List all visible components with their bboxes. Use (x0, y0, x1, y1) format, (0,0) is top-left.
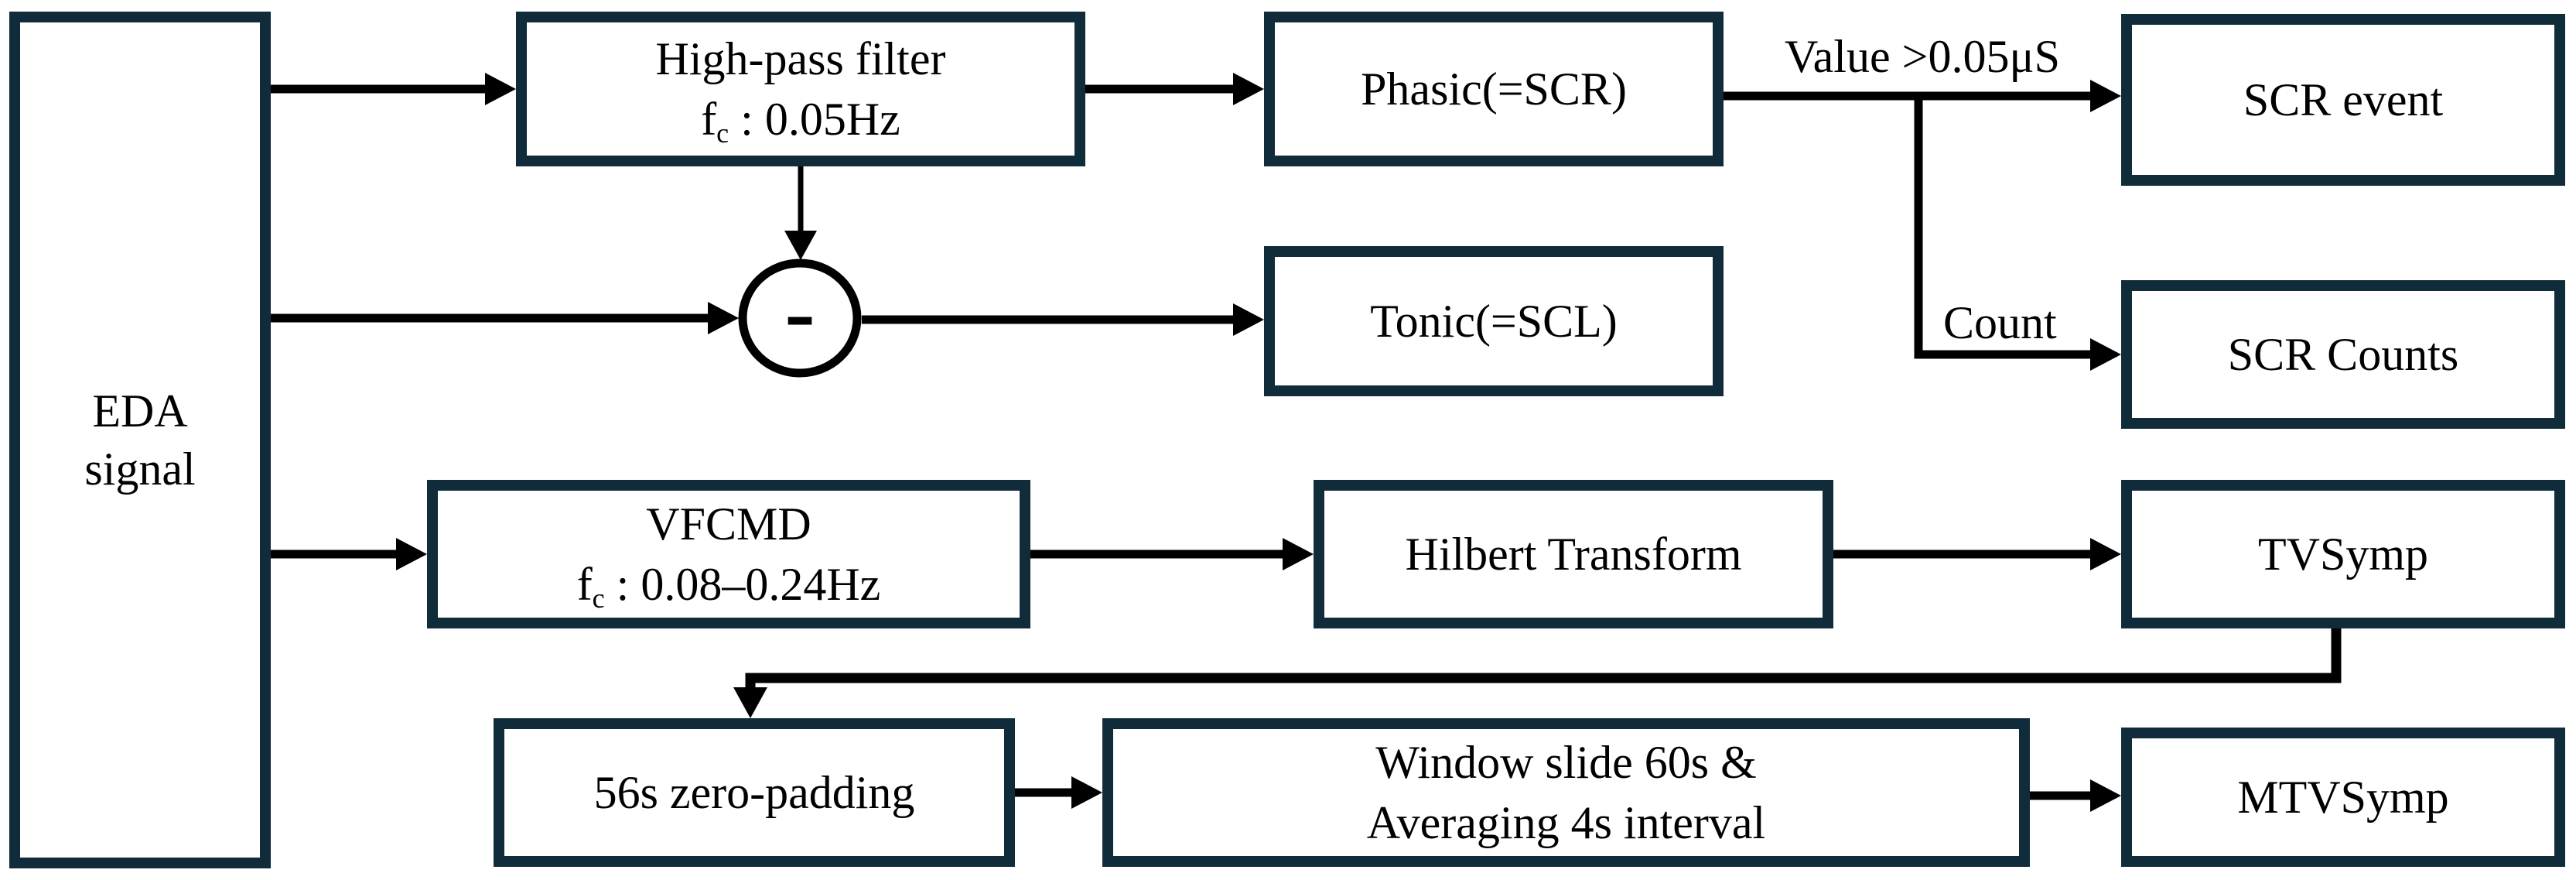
edge-vfcmd-to-hilbert (1030, 538, 1314, 570)
subtract-operator: - (784, 261, 815, 362)
fc-symbol: f (701, 94, 717, 145)
arrowhead-icon (2090, 80, 2121, 112)
fc-subscript: c (716, 118, 729, 149)
node-label-line1: Window slide 60s & (1375, 737, 1757, 788)
node-label-line1: EDA (92, 385, 188, 437)
node-vfcmd: VFCMD fc : 0.08–0.24Hz (427, 480, 1030, 628)
node-label: MTVSymp (2237, 772, 2449, 823)
node-label: 56s zero-padding (593, 767, 915, 818)
edge-phasic-to-scr-event (1724, 80, 2121, 112)
node-label: SCR event (2243, 74, 2444, 125)
arrowhead-icon (485, 73, 516, 105)
arrowhead-icon (396, 538, 427, 570)
arrowhead-icon (2090, 538, 2121, 570)
edge-zero-padding-to-window (1015, 776, 1102, 809)
node-label-line1: High-pass filter (655, 33, 946, 84)
node-label-line2: Averaging 4s interval (1366, 797, 1766, 848)
fc-symbol: f (576, 559, 593, 610)
cutoff-frequency-label: fc : 0.05Hz (701, 89, 900, 149)
node-label-line1: VFCMD (646, 498, 811, 550)
node-label: Phasic(=SCR) (1361, 63, 1627, 115)
node-mtvsymp: MTVSymp (2121, 728, 2565, 867)
edge-eda-to-highpass (271, 73, 516, 105)
node-scr-event: SCR event (2121, 14, 2565, 186)
arrowhead-icon (1233, 303, 1264, 336)
node-label: Tonic(=SCL) (1370, 296, 1618, 347)
edge-highpass-to-subtract (784, 166, 817, 260)
arrowhead-icon (1233, 73, 1264, 105)
edge-branch-to-scr-counts (1914, 96, 2121, 371)
arrowhead-icon (708, 302, 739, 334)
edge-eda-to-vfcmd (271, 538, 427, 570)
fc-subscript: c (592, 583, 605, 615)
edge-hilbert-to-tvsymp (1833, 538, 2121, 570)
arrowhead-icon (1283, 538, 1314, 570)
node-label: TVSymp (2257, 529, 2429, 580)
arrowhead-icon (2090, 338, 2121, 371)
node-phasic-scr: Phasic(=SCR) (1264, 12, 1724, 166)
edge-line (1914, 96, 2093, 359)
node-tonic-scl: Tonic(=SCL) (1264, 246, 1724, 396)
edge-eda-to-subtract (271, 302, 739, 334)
edge-subtract-to-tonic (862, 303, 1264, 336)
node-scr-counts: SCR Counts (2121, 280, 2565, 429)
fc-value: : 0.05Hz (729, 94, 900, 145)
node-high-pass-filter: High-pass filter fc : 0.05Hz (516, 12, 1085, 166)
edge-highpass-to-phasic (1085, 73, 1264, 105)
node-hilbert-transform: Hilbert Transform (1314, 480, 1833, 628)
node-eda-signal: EDA signal (9, 12, 271, 868)
subtract-node-circle (738, 259, 862, 378)
edge-label-value-threshold: Value >0.05μS (1785, 31, 2060, 82)
fc-value: : 0.08–0.24Hz (604, 559, 881, 610)
arrowhead-icon (733, 687, 767, 718)
node-zero-padding: 56s zero-padding (494, 718, 1015, 867)
cutoff-frequency-label: fc : 0.08–0.24Hz (577, 554, 881, 615)
node-label: SCR Counts (2227, 329, 2459, 380)
edge-window-to-mtvsymp (2030, 779, 2121, 812)
arrowhead-icon (784, 231, 817, 260)
node-tvsymp: TVSymp (2121, 480, 2565, 628)
arrowhead-icon (2090, 779, 2121, 812)
arrowhead-icon (1071, 776, 1102, 809)
node-label: Hilbert Transform (1405, 529, 1742, 580)
edge-label-count: Count (1943, 297, 2057, 348)
edge-tvsymp-to-zero-padding (733, 628, 2342, 718)
node-label-line2: signal (84, 443, 196, 495)
edge-line (745, 628, 2342, 690)
node-window-slide-averaging: Window slide 60s & Averaging 4s interval (1102, 718, 2030, 867)
